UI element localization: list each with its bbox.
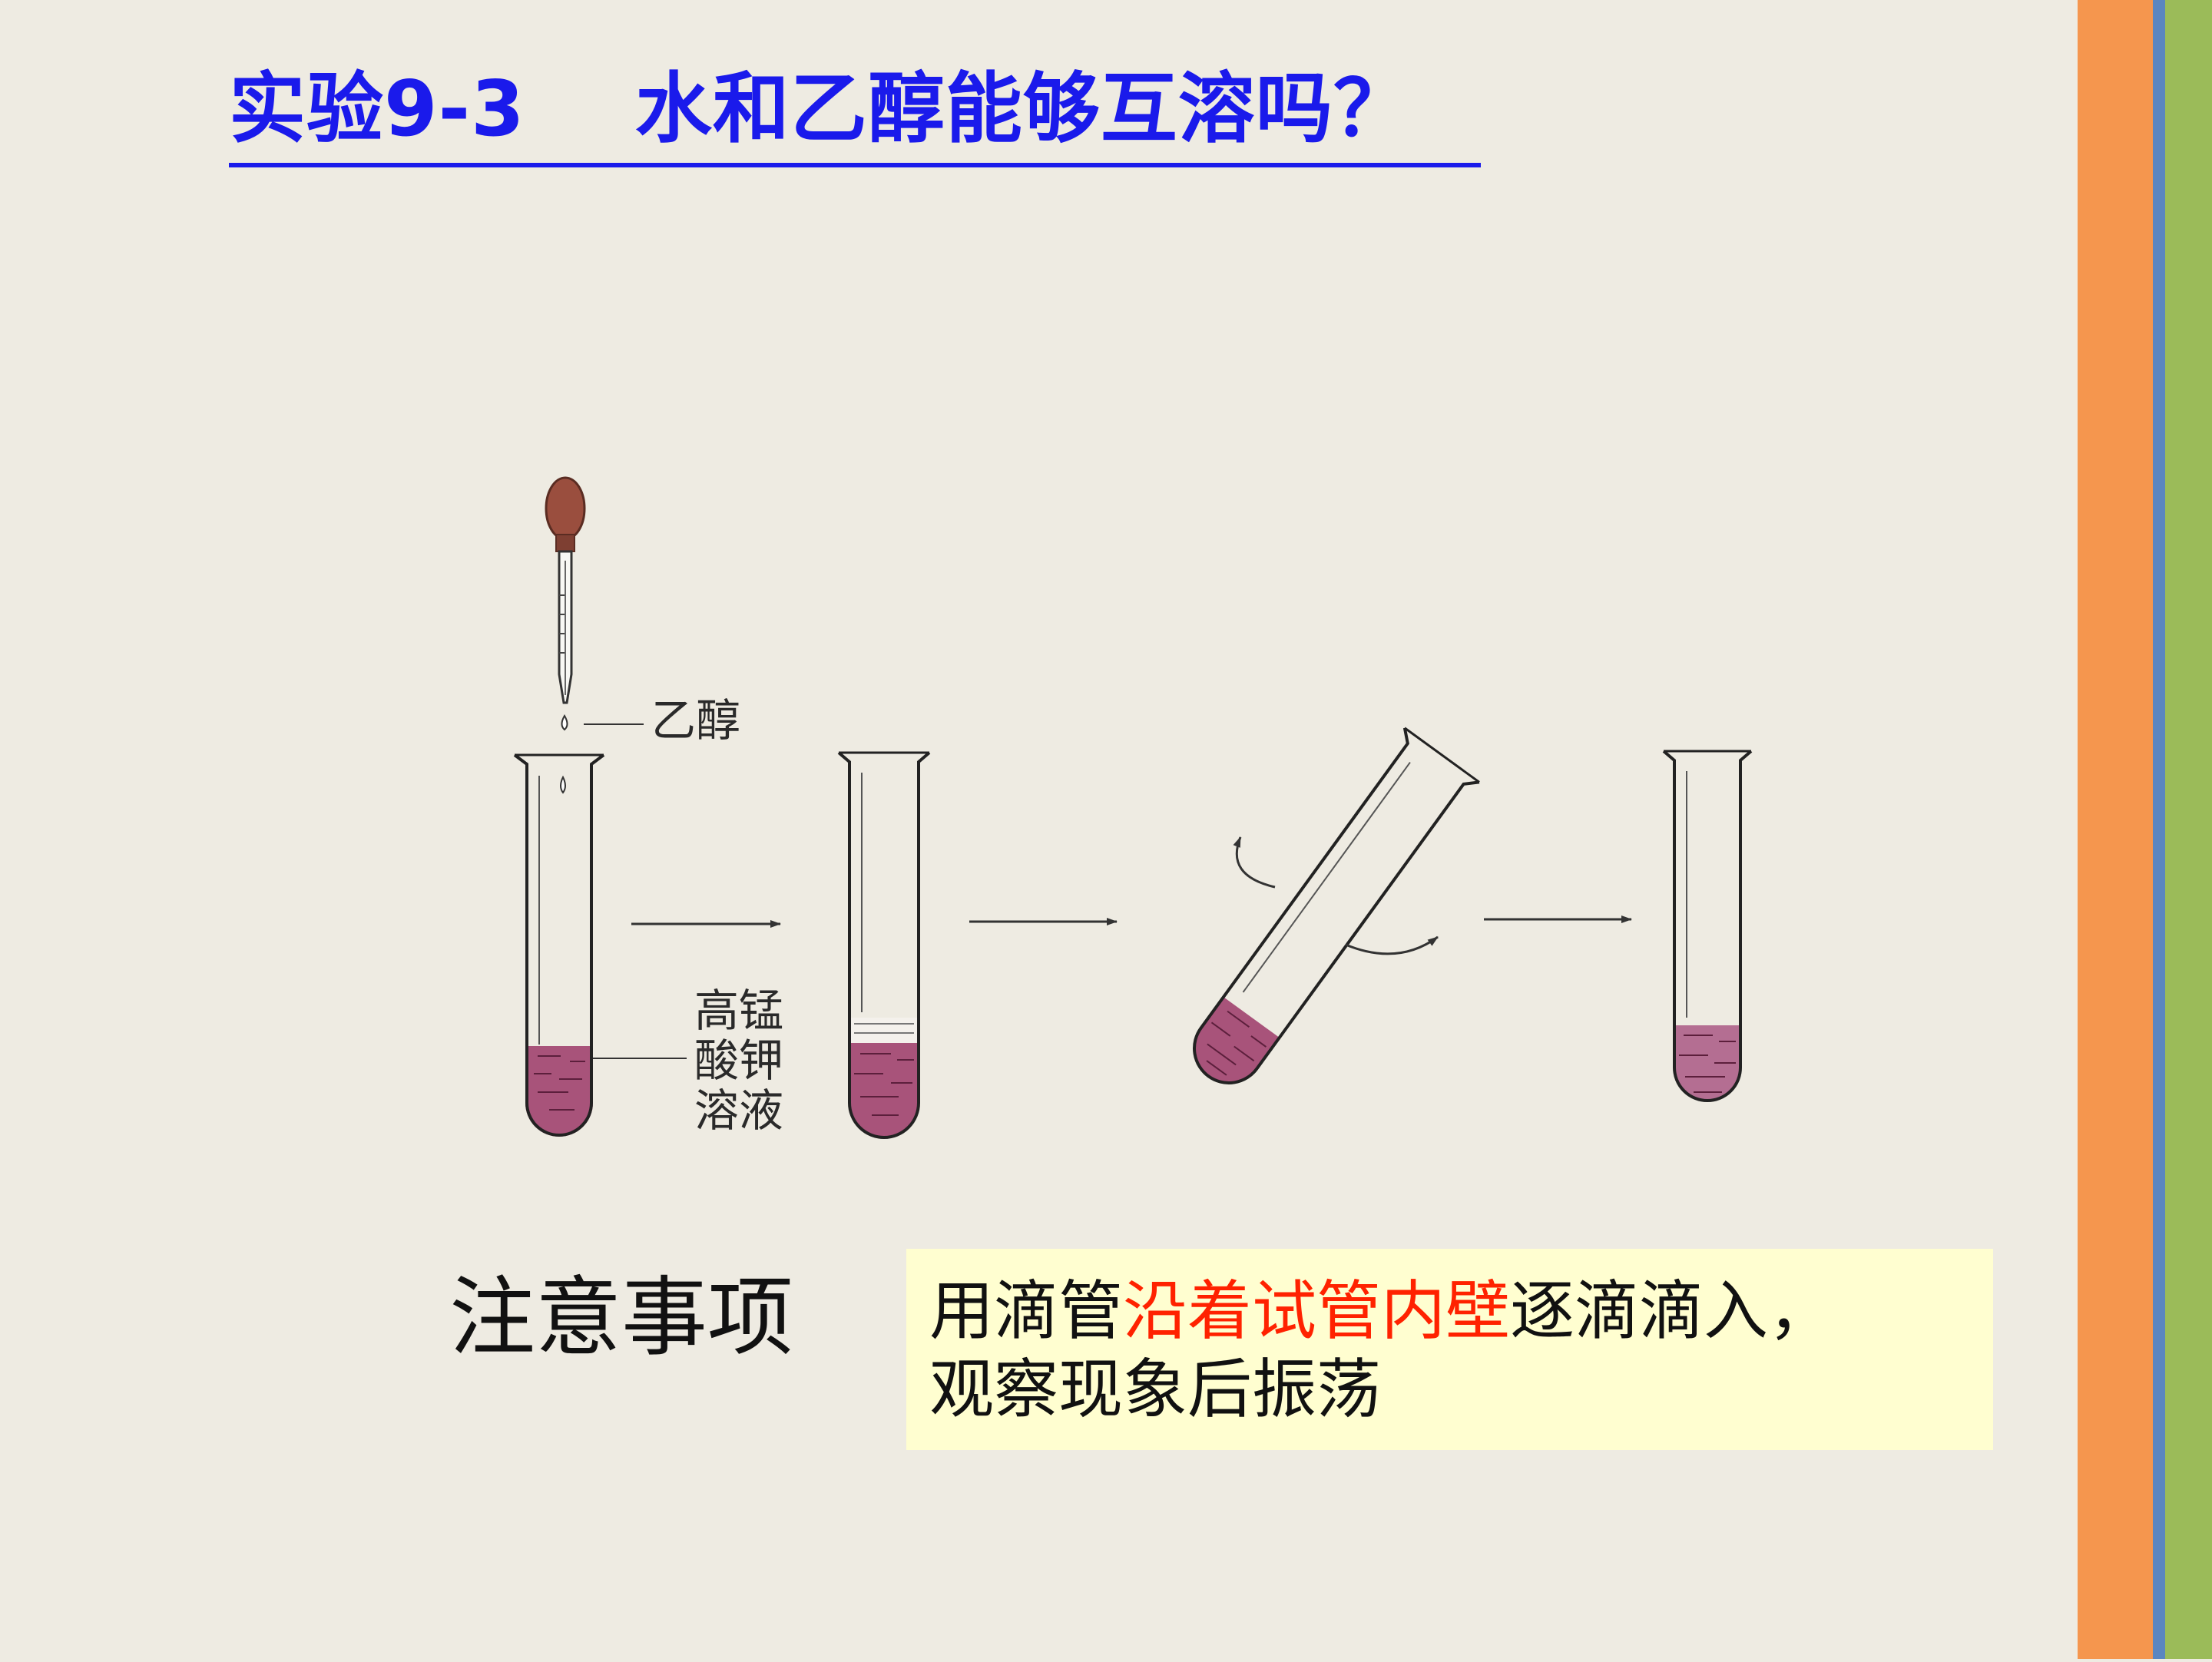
shake-arrow-right: [1345, 935, 1439, 955]
test-tube-1: [513, 753, 605, 1137]
test-tube-tilted: [1193, 727, 1480, 1084]
title-underline: [229, 163, 1481, 167]
decorative-stripe-green: [2165, 0, 2212, 1659]
decorative-stripe-orange: [2078, 0, 2153, 1659]
label-kmno4-solution: 高锰 酸钾 溶液: [694, 986, 817, 1136]
slide-title[interactable]: 实验9-3 水和乙醇能够互溶吗？: [229, 64, 1411, 154]
notes-heading: 注意事项: [449, 1268, 793, 1368]
decorative-stripe-blue: [2153, 0, 2165, 1659]
test-tube-2: [837, 751, 931, 1139]
shake-arrow-up: [1233, 836, 1276, 889]
test-tube-4: [1662, 750, 1753, 1102]
notes-text-part2: 逐滴滴入，: [1510, 1273, 1833, 1349]
label-kmno4-line2: 酸钾: [694, 1034, 784, 1087]
notes-text: 用滴管沿着试管内壁逐滴滴入， 观察现象后振荡: [929, 1272, 1982, 1429]
dropper-icon: [545, 476, 586, 731]
notes-text-line2: 观察现象后振荡: [929, 1352, 1382, 1428]
label-ethanol: 乙醇: [651, 694, 741, 747]
label-kmno4-line3: 溶液: [694, 1084, 784, 1137]
notes-box: 用滴管沿着试管内壁逐滴滴入， 观察现象后振荡: [906, 1249, 1993, 1450]
label-kmno4-line1: 高锰: [694, 985, 784, 1037]
notes-text-part1: 用滴管: [929, 1273, 1124, 1349]
notes-text-highlight: 沿着试管内壁: [1123, 1273, 1511, 1349]
